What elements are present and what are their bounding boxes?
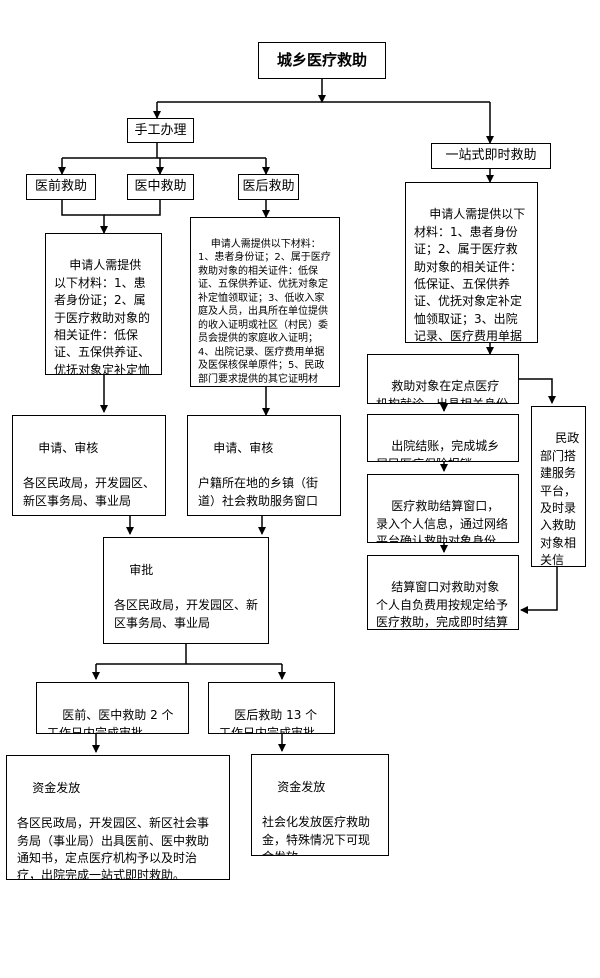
one-stop-step-window-box: 医疗救助结算窗口，录入个人信息，通过网络平台确认救助对象身份 <box>367 474 519 543</box>
pre-treatment-box: 医前救助 <box>26 174 96 200</box>
review-left-text: 申请、审核 各区民政局，开发园区、新区事务局、事业局 <box>23 441 156 508</box>
pre-treatment-label: 医前救助 <box>34 179 87 195</box>
materials-one-stop-box: 申请人需提供以下材料：1、患者身份证；2、属于医疗救助对象的相关证件：低保证、五… <box>405 182 538 343</box>
one-stop-step-discharge-box: 出院结账，完成城乡居民医疗保险报销 <box>367 414 519 462</box>
main-title-box: 城乡医疗救助 <box>258 42 386 79</box>
fund-right-text: 资金发放 社会化发放医疗救助金，特殊情况下可现金发放 <box>262 780 371 855</box>
approval-text: 审批 各区民政局，开发园区、新区事务局、事业局 <box>114 563 259 630</box>
materials-post-box: 申请人需提供以下材料：1、患者身份证；2、属于医疗救助对象的相关证件：低保证、五… <box>190 217 340 387</box>
mid-treatment-label: 医中救助 <box>134 179 187 195</box>
fund-left-box: 资金发放 各区民政局，开发园区、新区社会事务局（事业局）出具医前、医中救助通知书… <box>6 755 230 880</box>
one-stop-step-visit-text: 救助对象在定点医疗机构就诊，出具相关身份证明 <box>376 379 509 404</box>
main-title: 城乡医疗救助 <box>276 51 367 70</box>
review-right-text: 申请、审核 户籍所在地的乡镇（街道）社会救助服务窗口 <box>198 441 319 508</box>
approval-post-box: 医后救助 13 个工作日内完成审批 <box>208 682 335 734</box>
fund-left-text: 资金发放 各区民政局，开发园区、新区社会事务局（事业局）出具医前、医中救助通知书… <box>17 781 210 880</box>
approval-post-text: 医后救助 13 个工作日内完成审批 <box>219 708 318 734</box>
civil-affairs-platform-box: 民政部门搭建服务平台，及时录入救助对象相关信息。 <box>531 406 586 567</box>
one-stop-step-settlement-text: 结算窗口对救助对象个人自负费用按规定给予医疗救助，完成即时结算 <box>376 580 509 630</box>
materials-pre-mid-text: 申请人需提供以下材料：1、患者身份证；2、属于医疗救助对象的相关证件：低保证、五… <box>54 258 151 375</box>
one-stop-step-window-text: 医疗救助结算窗口，录入个人信息，通过网络平台确认救助对象身份 <box>376 499 509 543</box>
mid-treatment-box: 医中救助 <box>127 174 194 200</box>
one-stop-step-settlement-box: 结算窗口对救助对象个人自负费用按规定给予医疗救助，完成即时结算 <box>367 555 519 630</box>
one-stop-label: 一站式即时救助 <box>445 148 537 164</box>
review-left-box: 申请、审核 各区民政局，开发园区、新区事务局、事业局 <box>12 415 166 516</box>
approval-pre-mid-box: 医前、医中救助 2 个工作日内完成审批 <box>36 682 189 734</box>
materials-pre-mid-box: 申请人需提供以下材料：1、患者身份证；2、属于医疗救助对象的相关证件：低保证、五… <box>45 233 162 375</box>
post-treatment-box: 医后救助 <box>238 174 299 200</box>
review-right-box: 申请、审核 户籍所在地的乡镇（街道）社会救助服务窗口 <box>187 415 341 516</box>
civil-affairs-platform-text: 民政部门搭建服务平台，及时录入救助对象相关信息。 <box>540 431 580 567</box>
manual-process-box: 手工办理 <box>127 118 194 143</box>
approval-pre-mid-text: 医前、医中救助 2 个工作日内完成审批 <box>47 708 174 734</box>
manual-process-label: 手工办理 <box>134 122 187 138</box>
materials-post-text: 申请人需提供以下材料：1、患者身份证；2、属于医疗救助对象的相关证件：低保证、五… <box>198 238 331 385</box>
one-stop-step-visit-box: 救助对象在定点医疗机构就诊，出具相关身份证明 <box>367 354 519 404</box>
materials-one-stop-text: 申请人需提供以下材料：1、患者身份证；2、属于医疗救助对象的相关证件：低保证、五… <box>414 207 526 343</box>
one-stop-step-discharge-text: 出院结账，完成城乡居民医疗保险报销 <box>376 439 500 461</box>
fund-right-box: 资金发放 社会化发放医疗救助金，特殊情况下可现金发放 <box>251 754 389 856</box>
one-stop-box: 一站式即时救助 <box>431 143 551 169</box>
post-treatment-label: 医后救助 <box>242 179 295 195</box>
approval-box: 审批 各区民政局，开发园区、新区事务局、事业局 <box>103 537 269 644</box>
